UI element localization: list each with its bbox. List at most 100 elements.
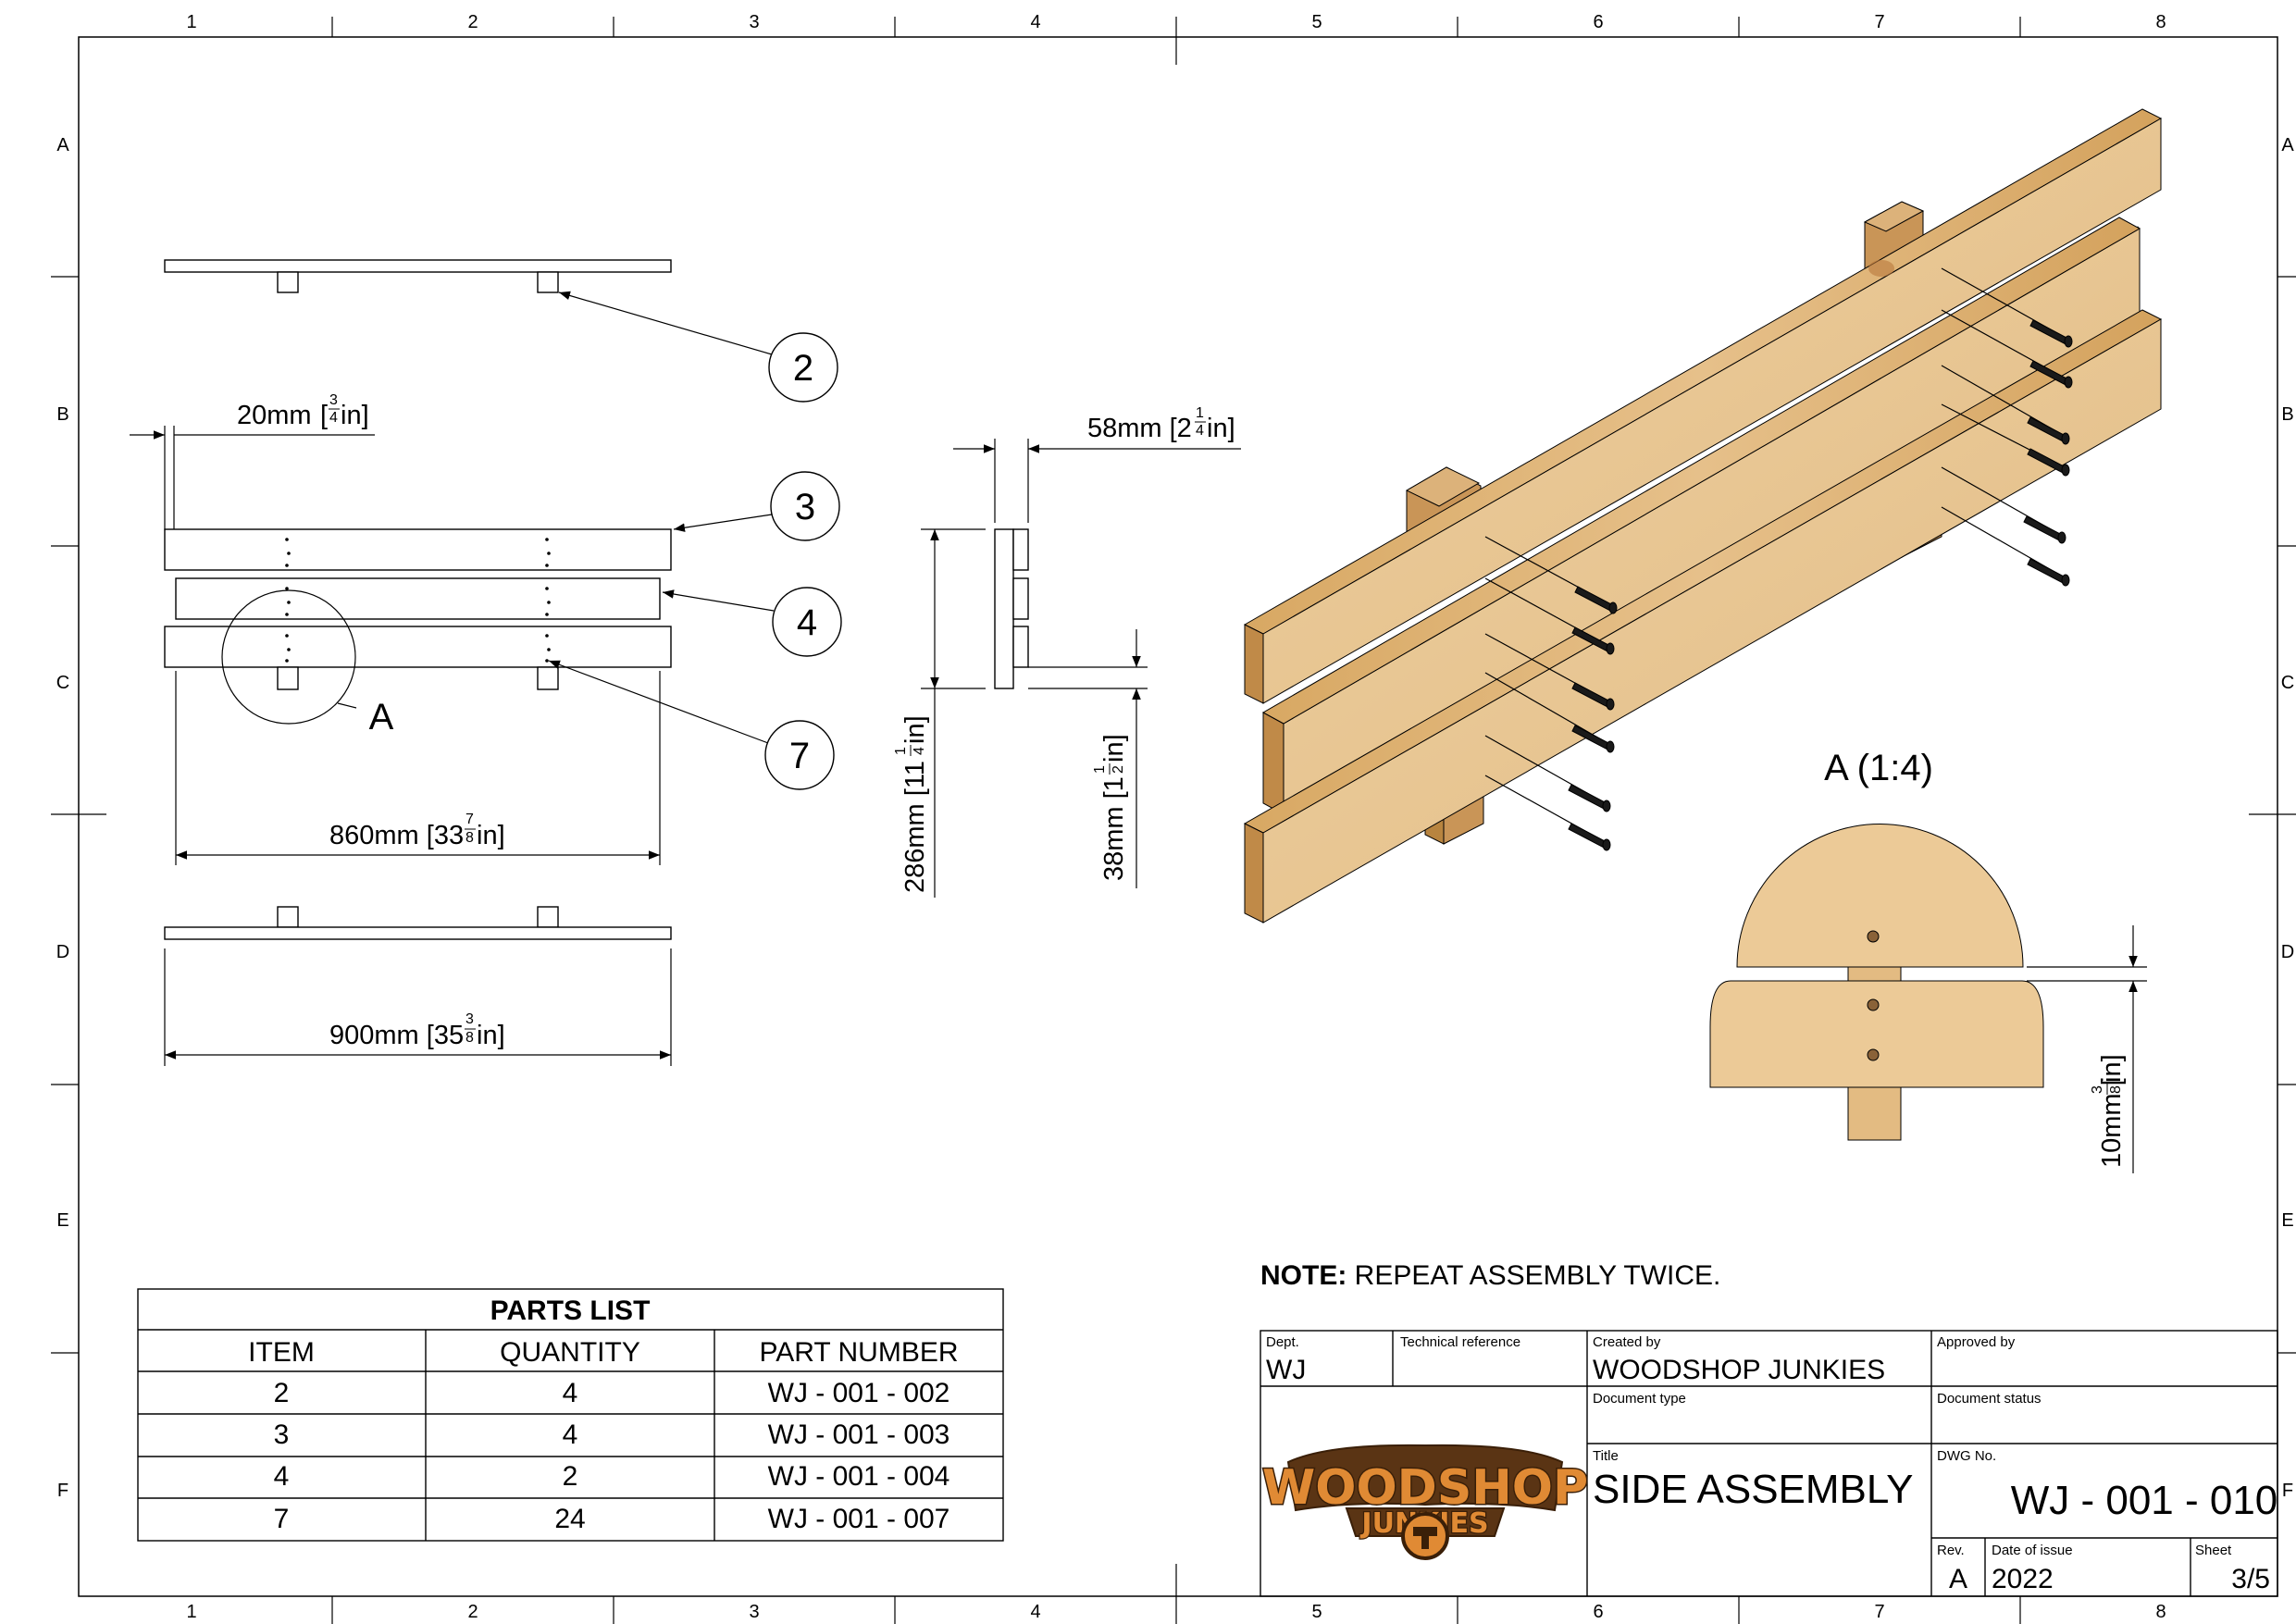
title-block	[1260, 1330, 2278, 1597]
col-label-bottom-5: 5	[1311, 1602, 1322, 1622]
dim-20mm-bracket: [	[320, 401, 328, 430]
svg-text:4: 4	[912, 747, 927, 755]
dim-10mm-label: 10mm [ 3 8 in]	[2090, 1054, 2127, 1168]
dim-286mm-label: 286mm [11 1 4 in]	[893, 715, 930, 893]
parts-list-cell: 7	[274, 1504, 290, 1534]
detail-circle-a	[221, 589, 356, 725]
col-label-bottom-8: 8	[2155, 1602, 2166, 1622]
dim-900mm	[164, 948, 672, 1066]
dim-900mm-unit: in]	[477, 1021, 505, 1050]
bottom-view	[164, 906, 672, 940]
svg-text:8: 8	[2108, 1085, 2124, 1094]
row-label-left-F: F	[57, 1481, 68, 1501]
parts-list-col-item: ITEM	[248, 1337, 315, 1368]
col-label-bottom-3: 3	[749, 1602, 759, 1622]
parts-list-title: PARTS LIST	[490, 1295, 651, 1326]
date-value: 2022	[1992, 1564, 2054, 1594]
approved-by-label: Approved by	[1937, 1334, 2016, 1350]
col-label-bottom-1: 1	[186, 1602, 196, 1622]
leader-balloon-7	[548, 660, 769, 744]
dim-860mm-frac-den: 8	[465, 830, 474, 846]
sheet-border	[78, 36, 2278, 1597]
screw-dots	[285, 538, 551, 663]
balloon-7: 7	[764, 720, 835, 790]
svg-text:2: 2	[793, 348, 813, 389]
dept-label: Dept.	[1266, 1334, 1299, 1350]
top-view	[164, 259, 672, 293]
title-label: Title	[1593, 1448, 1619, 1464]
svg-text:7: 7	[789, 736, 810, 776]
drawing-title: SIDE ASSEMBLY	[1593, 1467, 1913, 1512]
dim-860mm-text: 860mm [33	[329, 821, 464, 850]
parts-list-cell: 24	[554, 1504, 585, 1534]
col-label-bottom-4: 4	[1030, 1602, 1040, 1622]
svg-text:3: 3	[2090, 1085, 2105, 1094]
parts-list-cell: 4	[563, 1378, 578, 1408]
dim-286mm	[921, 528, 986, 898]
row-label-right-F: F	[2282, 1481, 2293, 1501]
dim-58mm-frac-num: 1	[1196, 405, 1204, 421]
parts-list	[137, 1288, 1004, 1542]
woodshop-junkies-logo: WOODSHOP JUNKIES	[1260, 1444, 1590, 1560]
row-label-left-B: B	[56, 404, 68, 425]
dim-20mm-frac-num: 3	[329, 392, 338, 408]
dim-38mm-label: 38mm [1 1 2 in]	[1092, 734, 1129, 881]
dwg-no-label: DWG No.	[1937, 1448, 1996, 1464]
detail-view-a	[1709, 824, 2044, 1141]
col-label-top-7: 7	[1874, 12, 1884, 32]
dim-20mm-unit: in]	[341, 401, 369, 430]
svg-text:in]: in]	[1099, 734, 1129, 762]
parts-list-cell: 3	[274, 1419, 290, 1450]
svg-text:3: 3	[795, 487, 815, 527]
parts-list-col-quantity: QUANTITY	[500, 1337, 640, 1368]
row-label-left-D: D	[56, 942, 69, 962]
row-label-right-D: D	[2281, 942, 2294, 962]
balloon-4: 4	[772, 587, 842, 657]
dim-860mm-unit: in]	[477, 821, 505, 850]
col-label-top-4: 4	[1030, 12, 1040, 32]
dim-860mm-frac-num: 7	[465, 812, 474, 827]
rev-label: Rev.	[1937, 1543, 1965, 1558]
col-label-bottom-6: 6	[1593, 1602, 1603, 1622]
parts-list-col-part-number: PART NUMBER	[759, 1337, 958, 1368]
row-label-right-E: E	[2281, 1210, 2293, 1231]
grid-ticks	[51, 17, 2296, 1624]
detail-title: A (1:4)	[1824, 748, 1933, 788]
sheet-label: Sheet	[2195, 1543, 2232, 1558]
assembly-note: NOTE: REPEAT ASSEMBLY TWICE.	[1260, 1260, 1720, 1291]
date-label: Date of issue	[1992, 1543, 2073, 1558]
sheet-value: 3/5	[2231, 1564, 2270, 1594]
detail-circle-a-leader	[337, 702, 357, 709]
dwg-no-value: WJ - 001 - 010	[2011, 1478, 2278, 1523]
svg-text:10mm [: 10mm [	[2097, 1078, 2127, 1168]
created-by-label: Created by	[1593, 1334, 1661, 1350]
detail-circle-label: A	[369, 697, 394, 738]
dim-900mm-frac-den: 8	[465, 1030, 474, 1046]
dept-value: WJ	[1266, 1355, 1306, 1385]
side-view	[994, 528, 1029, 689]
col-label-top-8: 8	[2155, 12, 2166, 32]
svg-text:38mm [1: 38mm [1	[1099, 776, 1129, 881]
dim-58mm	[953, 439, 1241, 523]
col-label-top-1: 1	[186, 12, 196, 32]
rev-value: A	[1949, 1564, 1967, 1594]
dim-58mm-unit: in]	[1207, 414, 1235, 443]
doc-status-label: Document status	[1937, 1391, 2042, 1407]
parts-list-cell: 2	[563, 1461, 578, 1492]
svg-text:in]: in]	[900, 715, 930, 744]
balloon-3: 3	[770, 471, 840, 541]
col-label-top-5: 5	[1311, 12, 1322, 32]
svg-text:286mm [11: 286mm [11	[900, 761, 930, 893]
leader-balloon-4	[662, 589, 775, 612]
balloon-2: 2	[768, 332, 838, 403]
parts-list-cell: WJ - 001 - 004	[768, 1461, 950, 1492]
created-by-value: WOODSHOP JUNKIES	[1593, 1355, 1885, 1385]
svg-text:1: 1	[893, 747, 909, 755]
dim-900mm-text: 900mm [35	[329, 1021, 464, 1050]
svg-text:in]: in]	[2097, 1054, 2127, 1083]
front-view	[164, 528, 672, 690]
row-label-right-A: A	[2281, 135, 2294, 155]
svg-text:2: 2	[1111, 765, 1126, 774]
svg-text:1: 1	[1092, 765, 1108, 774]
